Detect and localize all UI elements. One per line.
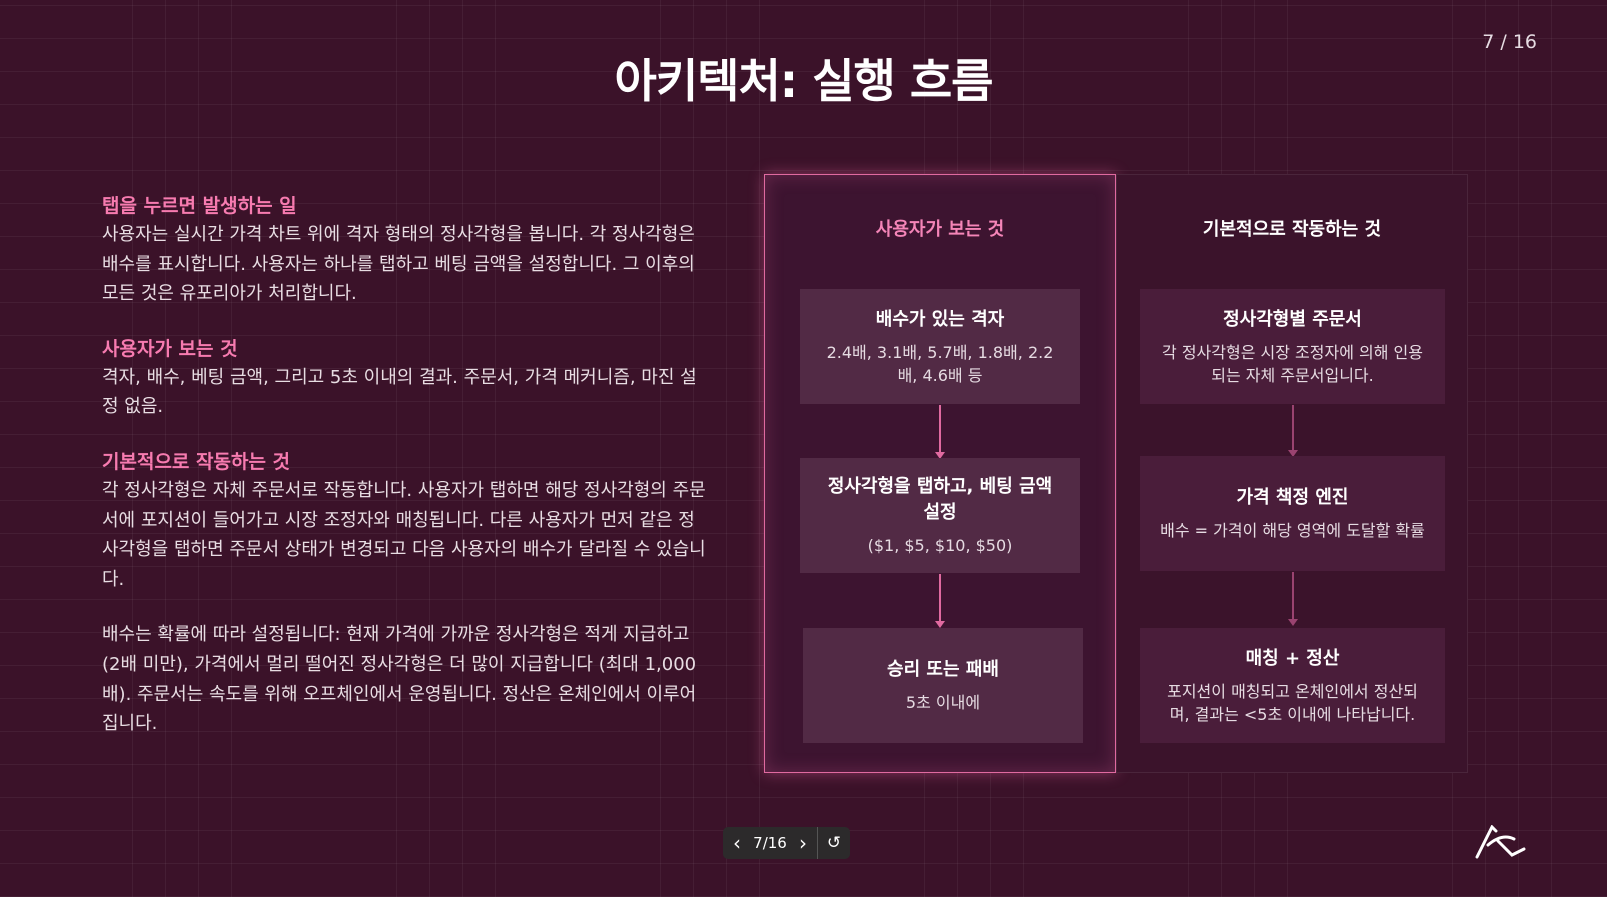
flow-box: 승리 또는 패배 5초 이내에 — [803, 628, 1083, 743]
prev-slide-button[interactable]: ‹ — [733, 831, 741, 855]
box-title: 정사각형별 주문서 — [1223, 308, 1362, 330]
arrow-down-icon — [1288, 405, 1298, 457]
box-title: 매칭 + 정산 — [1245, 647, 1340, 669]
section-body: 격자, 배수, 베팅 금액, 그리고 5초 이내의 결과. 주문서, 가격 메커… — [102, 366, 697, 418]
section-body: 배수는 확률에 따라 설정됩니다: 현재 가격에 가까운 정사각형은 적게 지급… — [102, 624, 697, 735]
arrow-down-icon — [1288, 572, 1298, 626]
box-desc: 포지션이 매칭되고 온체인에서 정산되며, 결과는 <5초 이내에 나타납니다. — [1167, 681, 1418, 724]
section-heading: 탭을 누르면 발생하는 일 — [102, 195, 297, 217]
reset-button[interactable]: ↺ — [826, 833, 842, 853]
section-body: 각 정사각형은 자체 주문서로 작동합니다. 사용자가 탭하면 해당 정사각형의… — [102, 479, 706, 590]
slide-navigation: ‹ 7/16 › ↺ — [723, 827, 850, 859]
box-desc: ($1, $5, $10, $50) — [867, 536, 1013, 555]
page-indicator: 7 / 16 — [1482, 31, 1537, 53]
box-title: 가격 책정 엔진 — [1236, 487, 1349, 508]
box-title: 승리 또는 패배 — [887, 659, 999, 680]
user-view-column: 사용자가 보는 것 배수가 있는 격자 2.4배, 3.1배, 5.7배, 1.8… — [764, 174, 1116, 773]
flow-box: 배수가 있는 격자 2.4배, 3.1배, 5.7배, 1.8배, 2.2배, 4… — [800, 289, 1080, 404]
box-desc: 배수 = 가격이 해당 영역에 도달할 확률 — [1160, 521, 1425, 540]
box-title: 배수가 있는 격자 — [875, 308, 1005, 330]
section-heading: 기본적으로 작동하는 것 — [102, 450, 291, 473]
column-heading: 기본적으로 작동하는 것 — [1202, 219, 1382, 240]
section-heading: 사용자가 보는 것 — [102, 337, 238, 360]
slide-counter: 7/16 — [753, 834, 787, 852]
flow-box: 정사각형을 탭하고, 베팅 금액 설정 ($1, $5, $10, $50) — [800, 458, 1080, 573]
next-slide-button[interactable]: › — [799, 831, 807, 855]
box-title: 정사각형을 탭하고, 베팅 금액 설정 — [827, 476, 1053, 523]
page-title: 아키텍처: 실행 흐름 — [614, 54, 994, 108]
box-desc: 2.4배, 3.1배, 5.7배, 1.8배, 2.2배, 4.6배 등 — [826, 342, 1054, 385]
column-heading: 사용자가 보는 것 — [875, 219, 1005, 240]
box-desc: 각 정사각형은 시장 조정자에 의해 인용되는 자체 주문서입니다. — [1162, 342, 1423, 385]
arrow-down-icon — [935, 574, 945, 628]
divider — [817, 827, 818, 859]
section-multipliers: 배수는 확률에 따라 설정됩니다: 현재 가격에 가까운 정사각형은 적게 지급… — [102, 620, 707, 738]
arrow-down-icon — [935, 405, 945, 459]
section-body: 사용자는 실시간 가격 차트 위에 격자 형태의 정사각형을 봅니다. 각 정사… — [102, 224, 695, 305]
box-desc: 5초 이내에 — [905, 693, 981, 712]
logo-icon — [1475, 825, 1526, 859]
